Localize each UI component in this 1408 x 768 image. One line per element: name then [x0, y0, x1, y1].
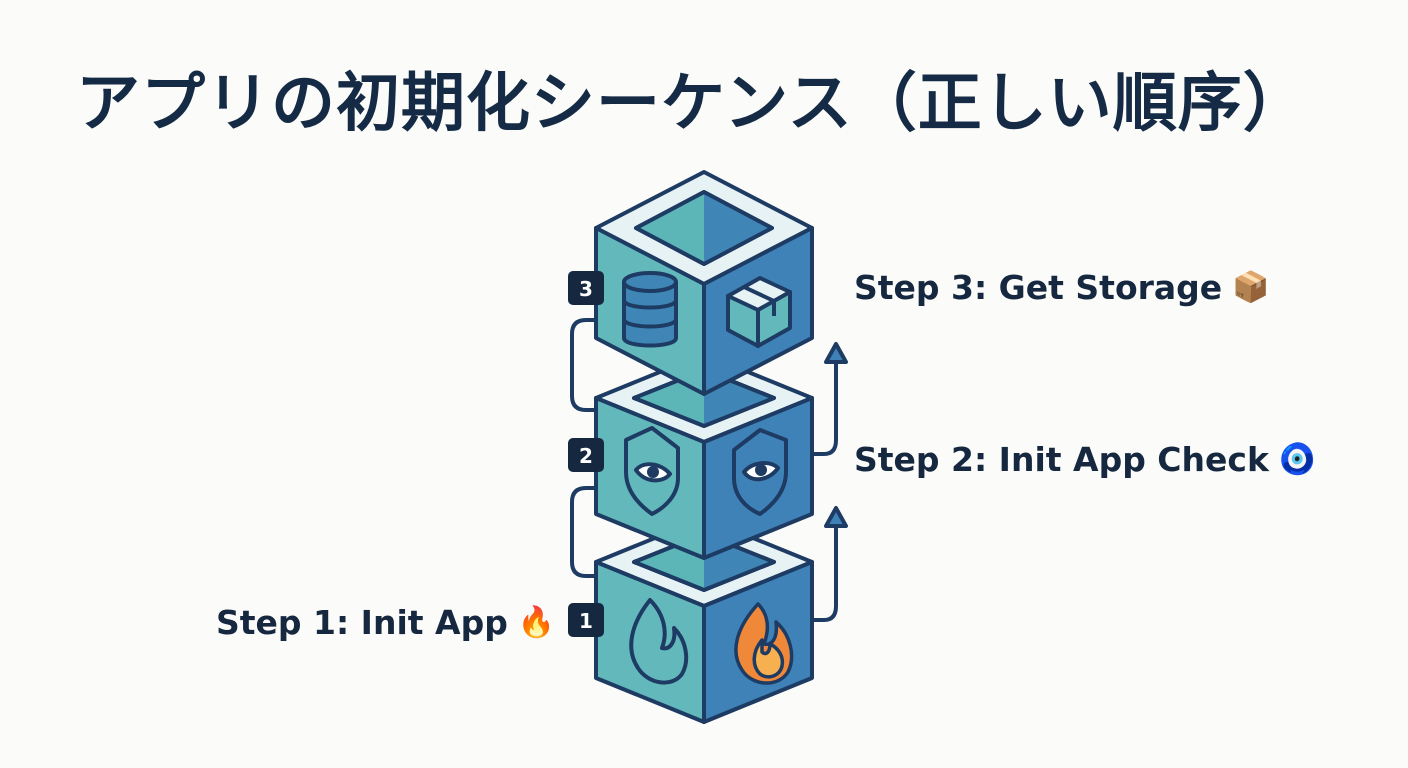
shield-eye-icon [732, 428, 788, 516]
step-badge-3: 3 [568, 271, 604, 305]
step-3-text: Step 3: Get Storage [854, 268, 1223, 307]
step-badge-2-text: 2 [579, 444, 593, 468]
up-arrow-2 [812, 342, 848, 456]
step-1-label: Step 1: Init App 🔥 [216, 603, 555, 642]
flame-outline-icon [629, 598, 689, 685]
package-emoji-icon: 📦 [1232, 270, 1270, 305]
step-badge-1: 1 [568, 603, 604, 637]
up-arrow-1 [812, 506, 848, 622]
database-icon [622, 271, 678, 348]
shield-eye-icon [624, 426, 680, 516]
step-badge-2: 2 [568, 438, 604, 472]
step-badge-3-text: 3 [579, 277, 593, 301]
page-title: アプリの初期化シーケンス（正しい順序） [76, 67, 1308, 141]
step-2-label: Step 2: Init App Check 🧿 [854, 440, 1316, 479]
step-3-label: Step 3: Get Storage 📦 [854, 268, 1270, 307]
step-1-text: Step 1: Init App [216, 603, 508, 642]
fire-emoji-icon: 🔥 [517, 605, 556, 640]
box-icon [726, 276, 792, 348]
flame-icon [734, 602, 794, 685]
step-2-text: Step 2: Init App Check [854, 440, 1269, 479]
step-badge-1-text: 1 [579, 609, 593, 633]
nazar-amulet-emoji-icon: 🧿 [1278, 442, 1317, 477]
left-connectors [570, 318, 598, 578]
